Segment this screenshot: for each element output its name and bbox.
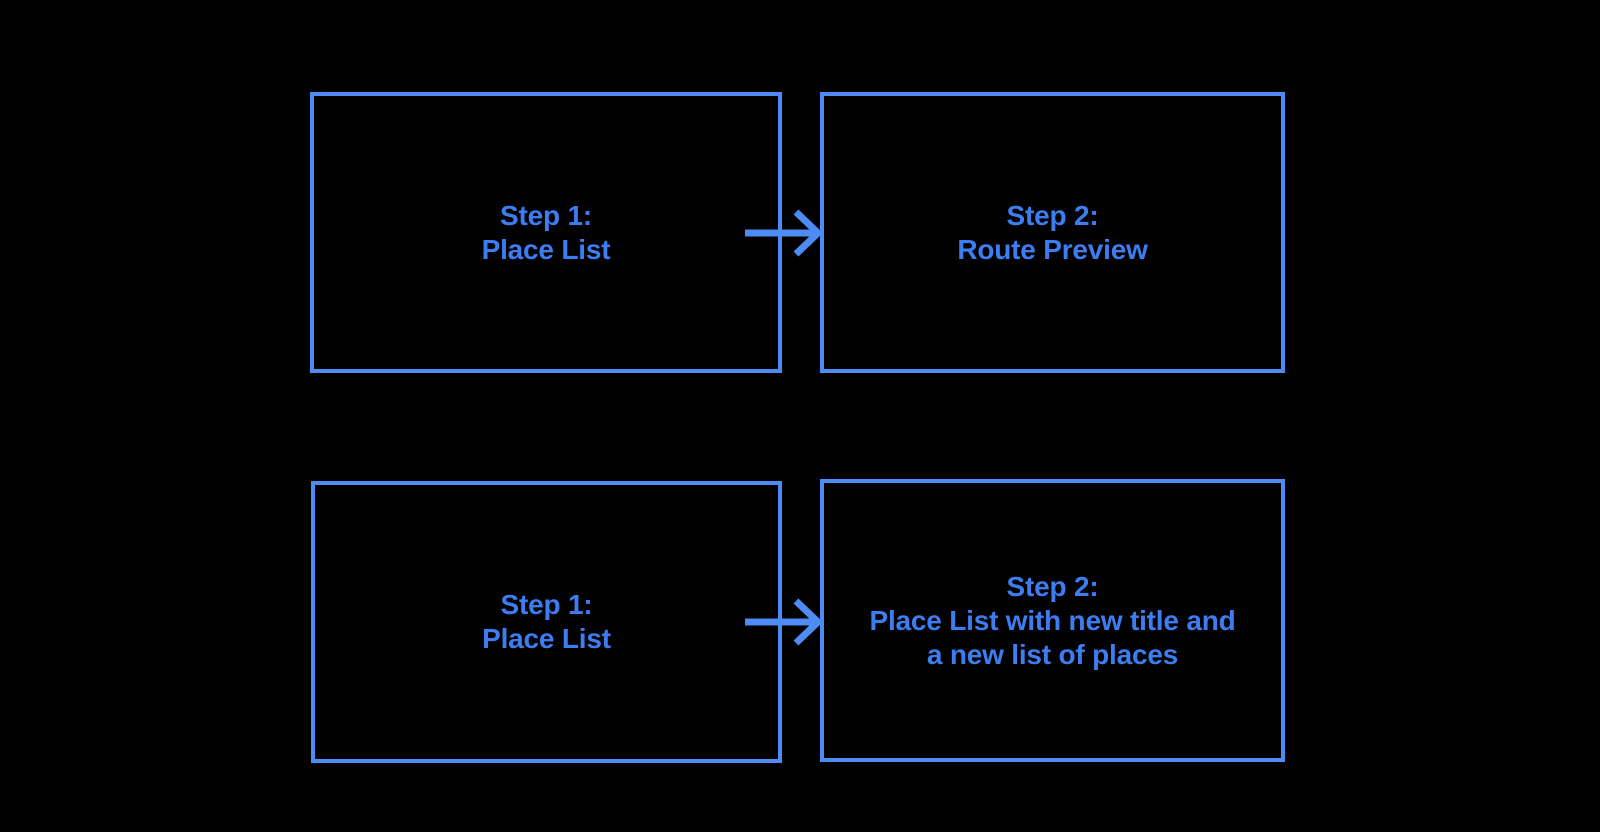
step2-box-row1: Step 2: Route Preview — [820, 92, 1285, 373]
step1-box-row1: Step 1: Place List — [310, 92, 782, 373]
box-label-line: Place List — [482, 623, 611, 654]
step1-box-row2: Step 1: Place List — [311, 481, 782, 763]
box-label-line: Step 2: — [1006, 199, 1099, 231]
box-label-line: a new list of places — [926, 638, 1179, 670]
box-label-line: Step 1: — [500, 199, 592, 231]
flow-arrow-row2 — [745, 598, 824, 646]
box-label-line: Step 1: — [500, 589, 593, 620]
box-label-line: Step 2: — [1006, 570, 1099, 602]
box-label-line: Place List — [481, 233, 611, 265]
box-label-line: Route Preview — [957, 233, 1148, 265]
box-label-line: Place List with new title and — [869, 604, 1236, 636]
step2-box-row2: Step 2: Place List with new title and a … — [820, 479, 1285, 762]
flow-arrow-row1 — [745, 209, 824, 257]
